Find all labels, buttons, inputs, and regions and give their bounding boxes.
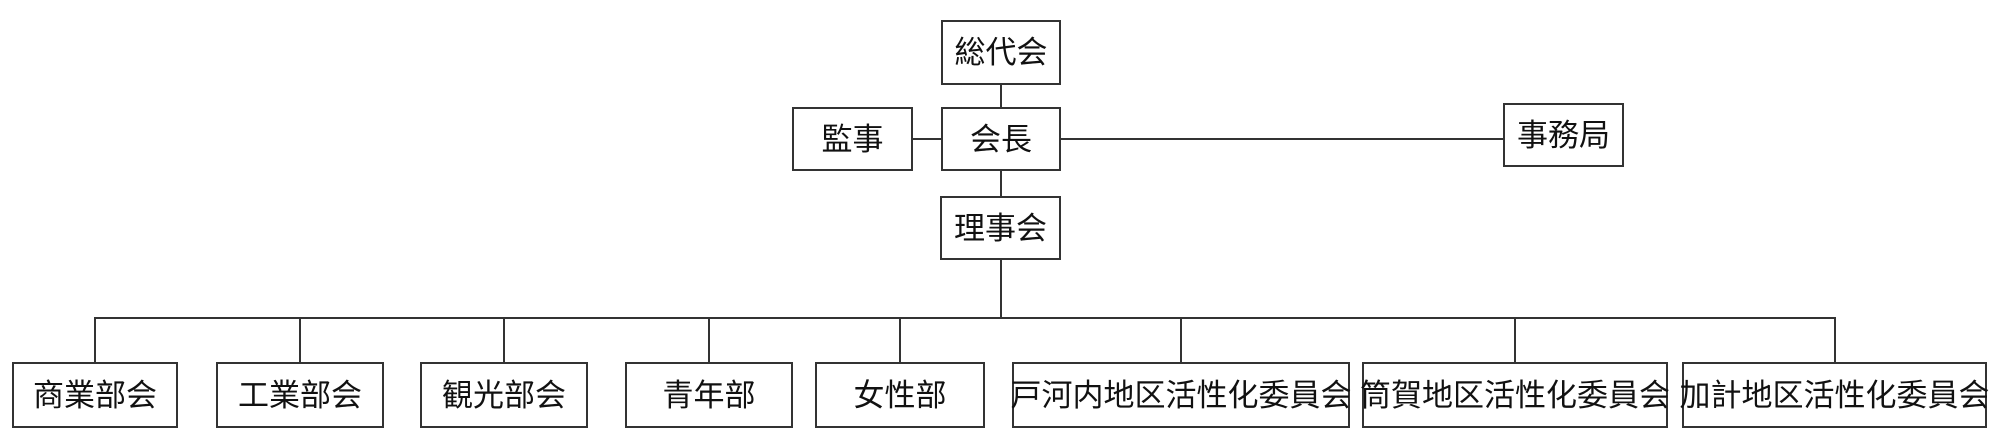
- node-dept-women: 女性部: [815, 362, 985, 428]
- connector-assembly-chairman: [1000, 85, 1002, 108]
- node-dept-youth: 青年部: [625, 362, 793, 428]
- connector-drop-kake: [1834, 317, 1836, 363]
- node-secretariat: 事務局: [1503, 103, 1624, 167]
- connector-chairman-secretariat: [1061, 138, 1503, 140]
- connector-drop-youth: [708, 317, 710, 363]
- node-dept-kake-committee: 加計地区活性化委員会: [1680, 362, 1990, 428]
- connector-chairman-board: [1000, 171, 1002, 196]
- node-dept-tourism: 観光部会: [420, 362, 588, 428]
- connector-drop-togouchi: [1180, 317, 1182, 363]
- connector-drop-industry: [299, 317, 301, 363]
- node-chairman: 会長: [941, 107, 1061, 171]
- connector-drop-tourism: [503, 317, 505, 363]
- connector-board-trunk: [1000, 260, 1002, 318]
- connector-main-horizontal: [94, 317, 1835, 319]
- connector-drop-tsutsuga: [1514, 317, 1516, 363]
- node-general-assembly: 総代会: [941, 20, 1061, 85]
- node-board-of-directors: 理事会: [940, 196, 1061, 260]
- node-dept-togouchi-committee: 戸河内地区活性化委員会: [1011, 362, 1352, 428]
- connector-drop-commerce: [94, 317, 96, 363]
- node-dept-tsutsuga-committee: 筒賀地区活性化委員会: [1360, 362, 1670, 428]
- node-auditor: 監事: [792, 107, 913, 171]
- connector-auditor-chairman: [913, 138, 941, 140]
- connector-drop-women: [899, 317, 901, 363]
- node-dept-commerce: 商業部会: [12, 362, 178, 428]
- node-dept-industry: 工業部会: [216, 362, 384, 428]
